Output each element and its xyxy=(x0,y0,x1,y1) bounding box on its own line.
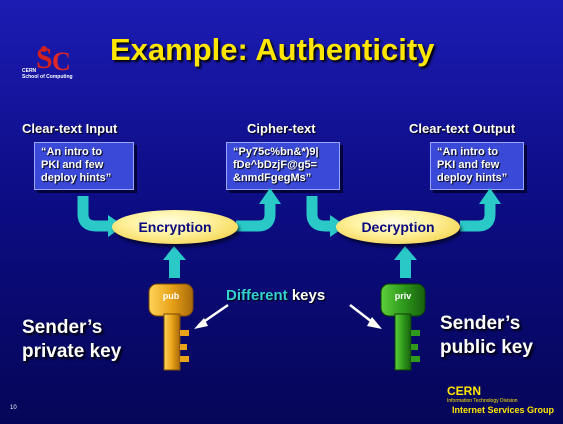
group-text: Internet Services Group xyxy=(452,405,555,415)
cipher-line-3: &nmdFgegMs” xyxy=(233,172,312,184)
input-line-3: deploy hints” xyxy=(41,172,112,184)
input-line-1: “An intro to xyxy=(41,146,103,158)
cipher-line-2: fDe^bDzjF@g5= xyxy=(233,159,318,171)
arrow-encryption-to-cipher-icon xyxy=(259,188,281,204)
svg-text:C: C xyxy=(52,47,71,76)
logo-caption-line2: School of Computing xyxy=(22,74,73,80)
division-text: Information Technology Division xyxy=(447,398,518,404)
arrow-decryption-to-output-icon xyxy=(479,188,501,204)
output-header: Clear-text Output xyxy=(409,121,516,136)
page-number: 10 xyxy=(10,405,17,411)
arrow-input-to-encryption-icon xyxy=(77,196,110,232)
arrow-key-to-encryption-icon xyxy=(163,246,186,260)
cipher-header: Cipher-text xyxy=(247,121,316,136)
svg-text:S: S xyxy=(36,42,53,75)
output-message-box: “An intro to PKI and few deploy hints” xyxy=(430,142,524,190)
school-logo-icon: S C xyxy=(36,42,71,76)
output-line-1: “An intro to xyxy=(437,146,499,158)
input-message-box: “An intro to PKI and few deploy hints” xyxy=(34,142,134,190)
private-key-tag: pub xyxy=(162,291,180,301)
slide-title: Example: Authenticity xyxy=(110,32,435,67)
private-key-icon xyxy=(148,283,194,371)
pointer-to-public-key-icon xyxy=(367,317,382,329)
output-line-3: deploy hints” xyxy=(437,172,508,184)
different-word: Different xyxy=(226,287,288,304)
different-keys-label: Different keys xyxy=(226,287,325,304)
pointer-to-private-key-icon xyxy=(194,318,208,329)
cipher-message-box: “Py75c%bn&*)9| fDe^bDzjF@g5= &nmdFgegMs” xyxy=(226,142,340,190)
logo-caption: CERN School of Computing xyxy=(22,68,73,80)
cipher-line-1: “Py75c%bn&*)9| xyxy=(233,146,319,158)
sender-private-line1: Sender’s xyxy=(22,317,103,338)
logo-caption-line1: CERN xyxy=(22,68,37,74)
sender-private-line2: private key xyxy=(22,341,122,362)
sender-public-key-label: Sender’s public key xyxy=(440,312,533,360)
output-line-2: PKI and few xyxy=(437,159,500,171)
sender-public-line2: public key xyxy=(440,337,533,358)
decryption-oval: Decryption xyxy=(336,210,460,244)
encryption-oval: Encryption xyxy=(112,210,238,244)
input-line-2: PKI and few xyxy=(41,159,104,171)
public-key-tag: priv xyxy=(394,291,412,301)
sender-public-line1: Sender’s xyxy=(440,313,521,334)
arrow-key-to-decryption-icon xyxy=(394,246,417,260)
sender-private-key-label: Sender’s private key xyxy=(22,316,121,364)
public-key-icon xyxy=(380,283,426,371)
keys-word: keys xyxy=(291,287,326,304)
input-header: Clear-text Input xyxy=(22,121,118,136)
cern-logo-text: CERN xyxy=(447,384,482,398)
